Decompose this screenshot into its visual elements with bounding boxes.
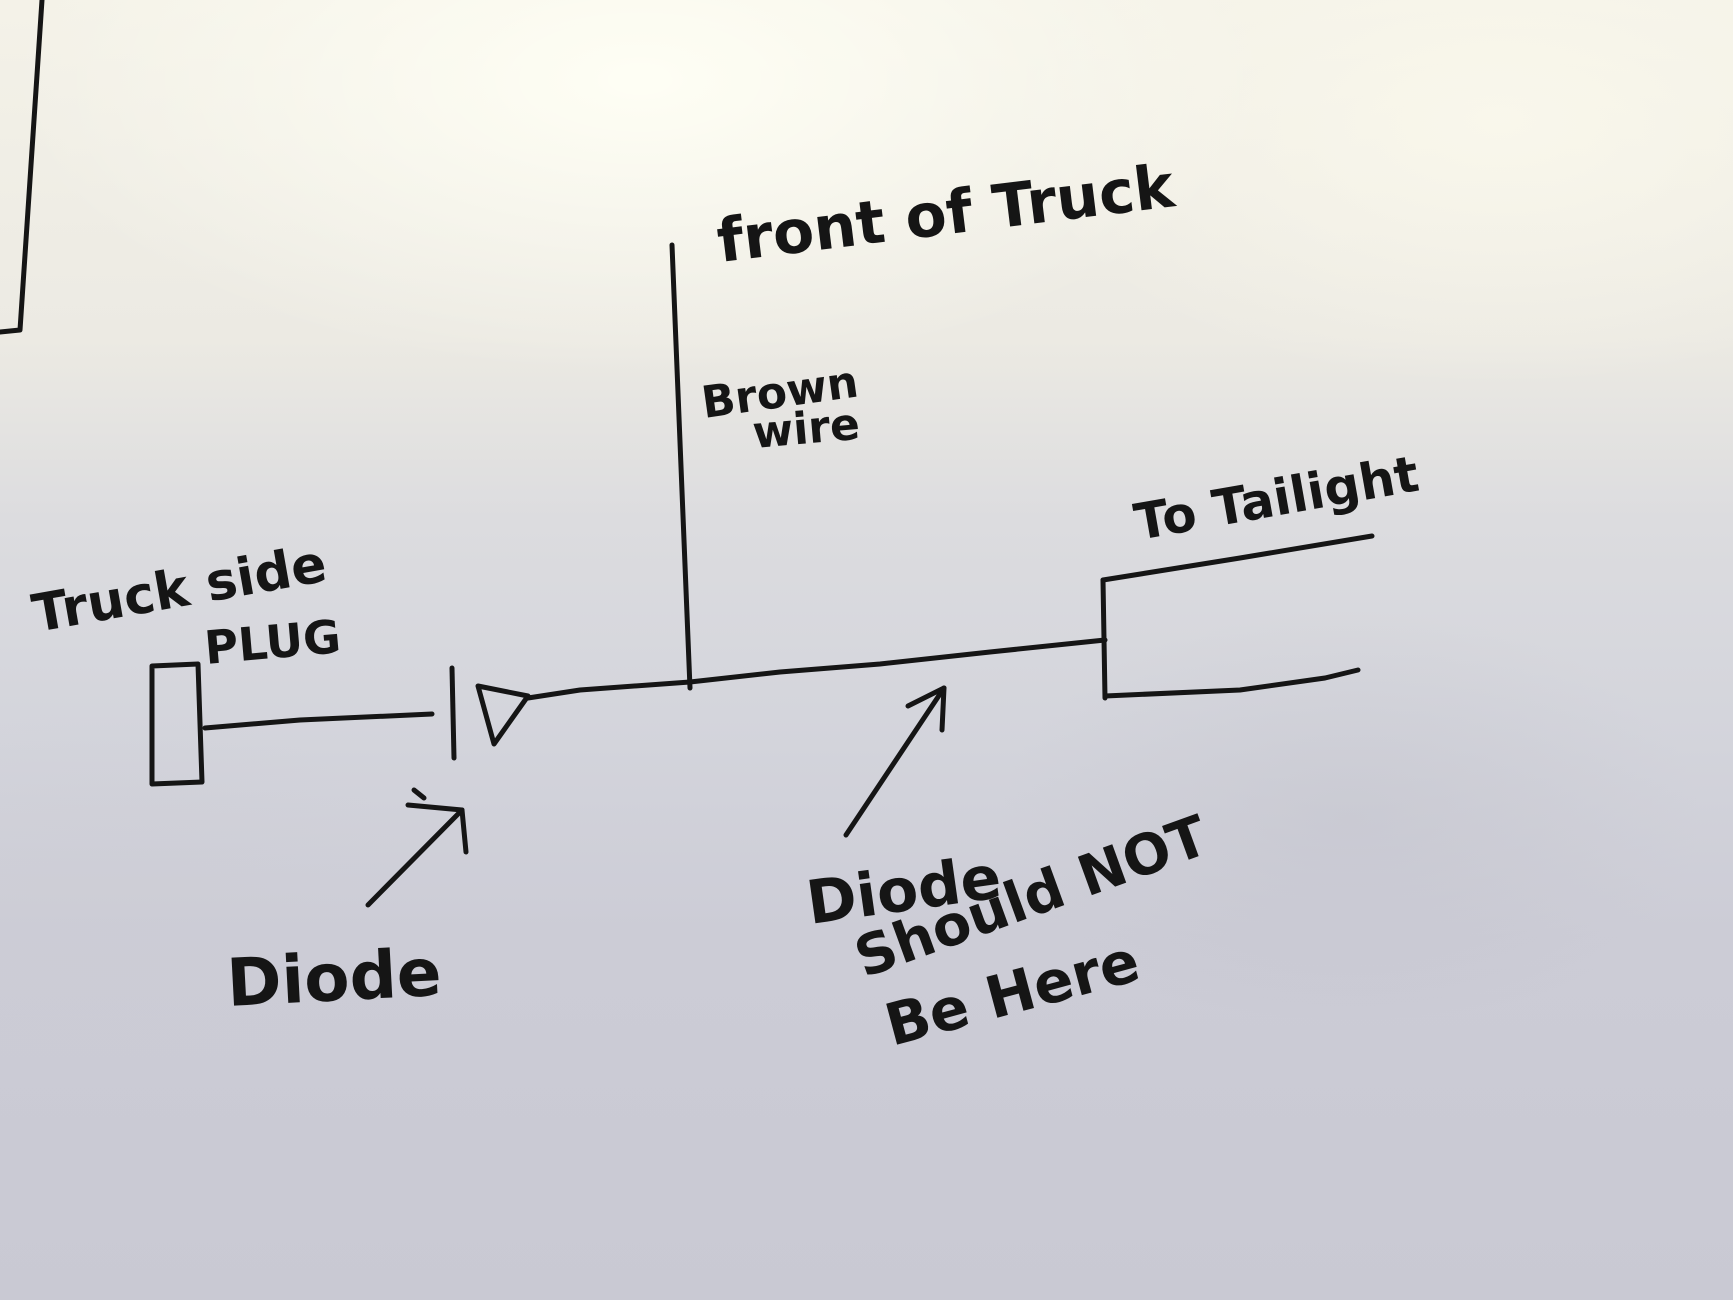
page-frame-corner (0, 0, 45, 335)
main-wire (525, 637, 1108, 701)
brown-wire-line (669, 242, 693, 691)
wire-plug-to-diode (202, 711, 435, 731)
label-front-of-truck: front of Truck (713, 151, 1180, 277)
taillight-branch-top (1100, 533, 1375, 583)
label-brown-wire-line2: wire (751, 399, 862, 459)
arrow-not-here-shaft (843, 685, 947, 838)
arrow-to-diode-shaft (365, 807, 465, 908)
label-to-taillight: To Tailight (1130, 445, 1423, 552)
taillight-branch-vertical (1100, 577, 1108, 701)
arrow-to-diode-tick (411, 787, 427, 801)
label-truck-side-line2: PLUG (202, 609, 343, 675)
arrow-not-here-head (905, 685, 947, 733)
taillight-branch-bottom (1102, 667, 1361, 699)
truck-side-plug-box (149, 661, 205, 787)
label-diode: Diode (225, 934, 444, 1022)
diode-triangle (475, 683, 531, 747)
arrow-to-diode-head (405, 802, 469, 855)
diode-bar (449, 665, 457, 761)
